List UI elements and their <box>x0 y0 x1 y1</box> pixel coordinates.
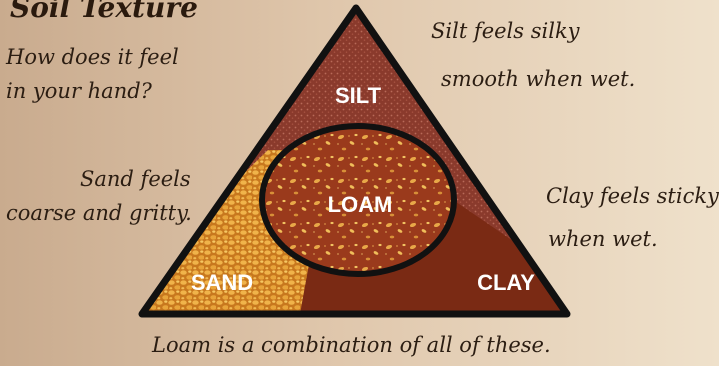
sand-label: SAND <box>191 270 253 295</box>
clay-label: CLAY <box>477 270 535 295</box>
loam-label: LOAM <box>328 192 393 217</box>
silt-label: SILT <box>335 83 382 108</box>
